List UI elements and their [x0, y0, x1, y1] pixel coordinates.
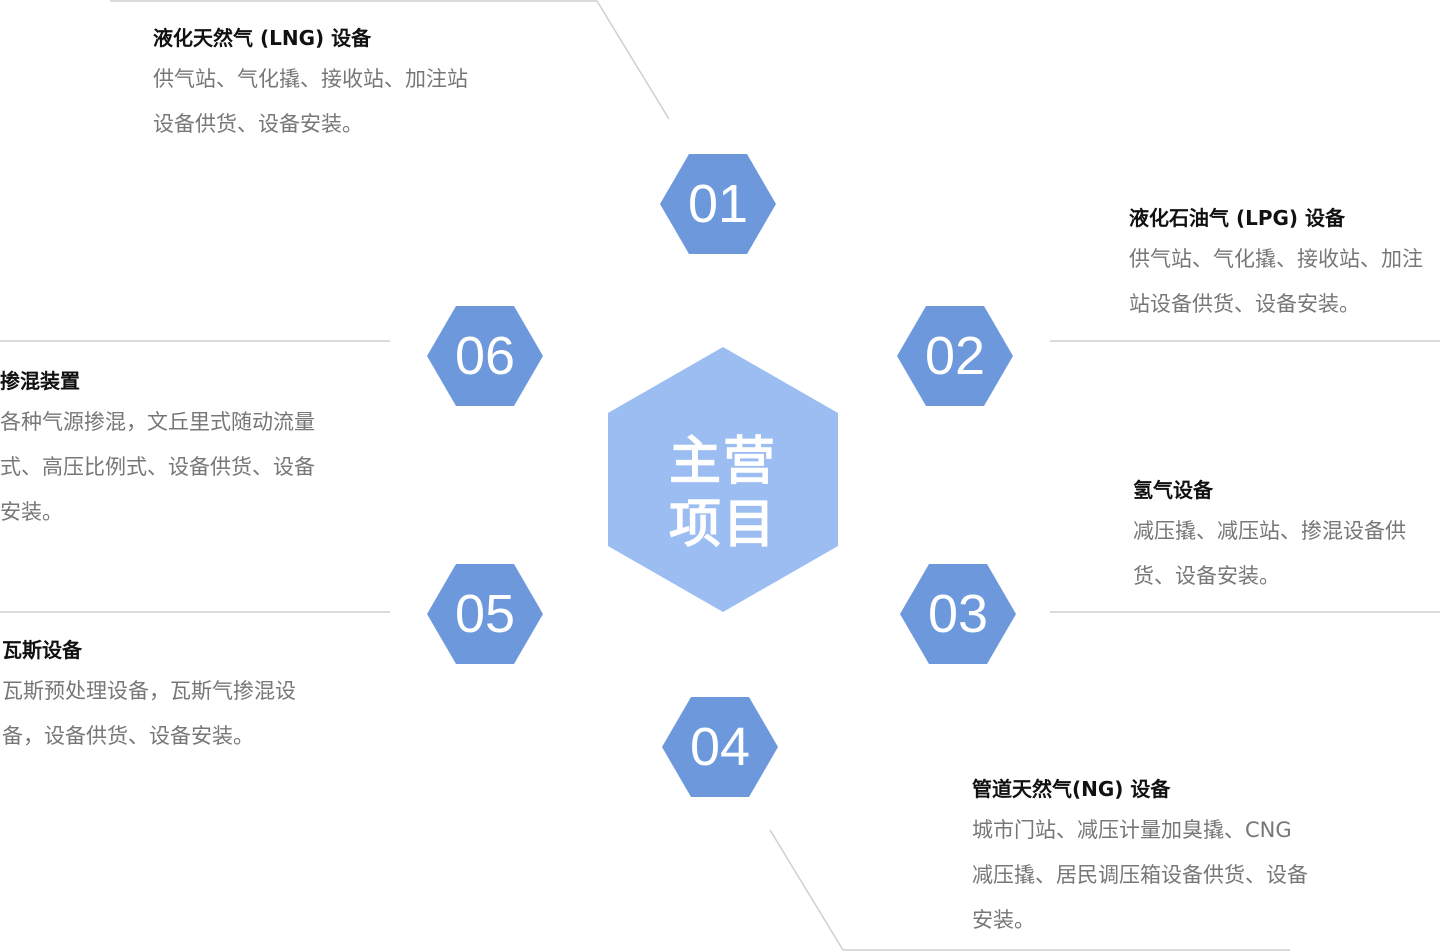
item-title: 瓦斯设备: [2, 638, 82, 662]
hex-badge-05: 05: [427, 564, 543, 664]
item-title: 液化石油气 (LPG) 设备: [1129, 206, 1346, 230]
center-title-line1: 主营: [668, 432, 777, 492]
badge-number: 06: [454, 326, 516, 386]
item-title: 氢气设备: [1133, 478, 1213, 502]
badge-number: 05: [454, 584, 516, 644]
item-title: 管道天然气(NG) 设备: [972, 777, 1171, 801]
item-description: 瓦斯预处理设备，瓦斯气掺混设备，设备供货、设备安装。: [2, 679, 296, 748]
hex-badge-04: 04: [662, 697, 778, 797]
item-lpg: 液化石油气 (LPG) 设备 供气站、气化撬、接收站、加注站设备供货、设备安装。: [1129, 202, 1429, 327]
item-ng: 管道天然气(NG) 设备 城市门站、减压计量加臭撬、CNG减压撬、居民调压箱设备…: [972, 773, 1312, 943]
badge-number: 02: [924, 326, 986, 386]
item-description: 城市门站、减压计量加臭撬、CNG减压撬、居民调压箱设备供货、设备安装。: [972, 818, 1308, 932]
badge-number: 04: [689, 717, 751, 777]
hex-badge-06: 06: [427, 306, 543, 406]
hex-badge-03: 03: [900, 564, 1016, 664]
item-gas: 瓦斯设备 瓦斯预处理设备，瓦斯气掺混设备，设备供货、设备安装。: [2, 634, 332, 759]
item-hydrogen: 氢气设备 减压撬、减压站、掺混设备供货、设备安装。: [1133, 474, 1440, 599]
badge-number: 03: [927, 584, 989, 644]
item-description: 供气站、气化撬、接收站、加注站设备供货、设备安装。: [1129, 247, 1423, 316]
hex-badge-02: 02: [897, 306, 1013, 406]
item-title: 液化天然气 (LNG) 设备: [153, 26, 372, 50]
badge-number: 01: [687, 174, 749, 234]
item-description: 供气站、气化撬、接收站、加注站设备供货、设备安装。: [153, 67, 468, 136]
item-title: 掺混装置: [0, 369, 80, 393]
item-blending: 掺混装置 各种气源掺混，文丘里式随动流量式、高压比例式、设备供货、设备安装。: [0, 365, 330, 535]
item-description: 各种气源掺混，文丘里式随动流量式、高压比例式、设备供货、设备安装。: [0, 410, 315, 524]
item-lng: 液化天然气 (LNG) 设备 供气站、气化撬、接收站、加注站设备供货、设备安装。: [153, 22, 483, 147]
hex-badge-01: 01: [660, 154, 776, 254]
center-hexagon: 主营 项目: [608, 347, 838, 612]
center-title-line2: 项目: [668, 495, 777, 555]
item-description: 减压撬、减压站、掺混设备供货、设备安装。: [1133, 519, 1406, 588]
